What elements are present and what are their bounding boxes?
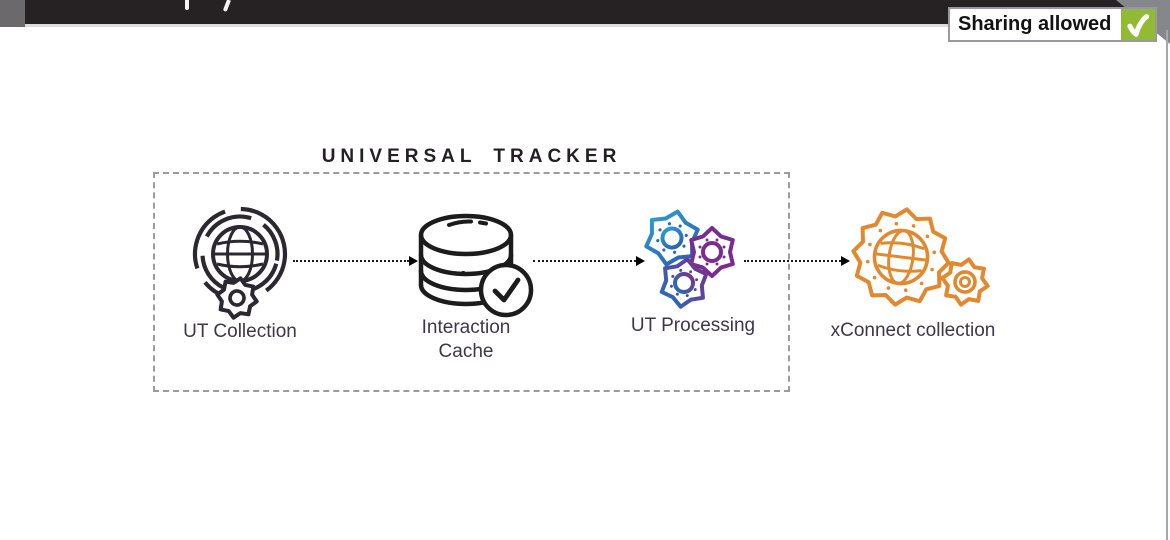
arrow-dotted-line: [533, 260, 636, 262]
node-label-xconnect-collection: xConnect collection: [830, 320, 996, 341]
connector-arrow: [293, 255, 418, 267]
node-label-ut-collection: UT Collection: [183, 321, 297, 342]
clipped-title-descender: [185, 0, 189, 10]
arrowhead: [409, 256, 418, 266]
globe-arcs-gear-icon: [190, 206, 294, 327]
banner-corner-square: [0, 0, 25, 27]
slide-right-edge: [1166, 30, 1168, 540]
diagram-title: UNIVERSAL TRACKER: [321, 146, 622, 167]
sharing-badge-label: Sharing allowed: [958, 13, 1112, 35]
clipped-title-descender: [222, 0, 231, 12]
node-label-interaction-cache: Interaction Cache: [421, 317, 511, 362]
database-check-icon: [411, 211, 536, 326]
connector-arrow: [533, 255, 645, 267]
check-icon: [1121, 9, 1156, 40]
sharing-status-badge: Sharing allowed: [948, 7, 1158, 42]
arrowhead: [636, 256, 645, 266]
connector-arrow: [744, 255, 850, 267]
universal-tracker-boundary: [153, 172, 790, 392]
arrowhead: [841, 256, 850, 266]
node-label-ut-processing: UT Processing: [630, 315, 756, 336]
arrow-dotted-line: [293, 260, 409, 262]
three-gears-icon: [636, 206, 748, 323]
gear-globe-icon: [838, 203, 990, 320]
arrow-dotted-line: [744, 260, 841, 262]
